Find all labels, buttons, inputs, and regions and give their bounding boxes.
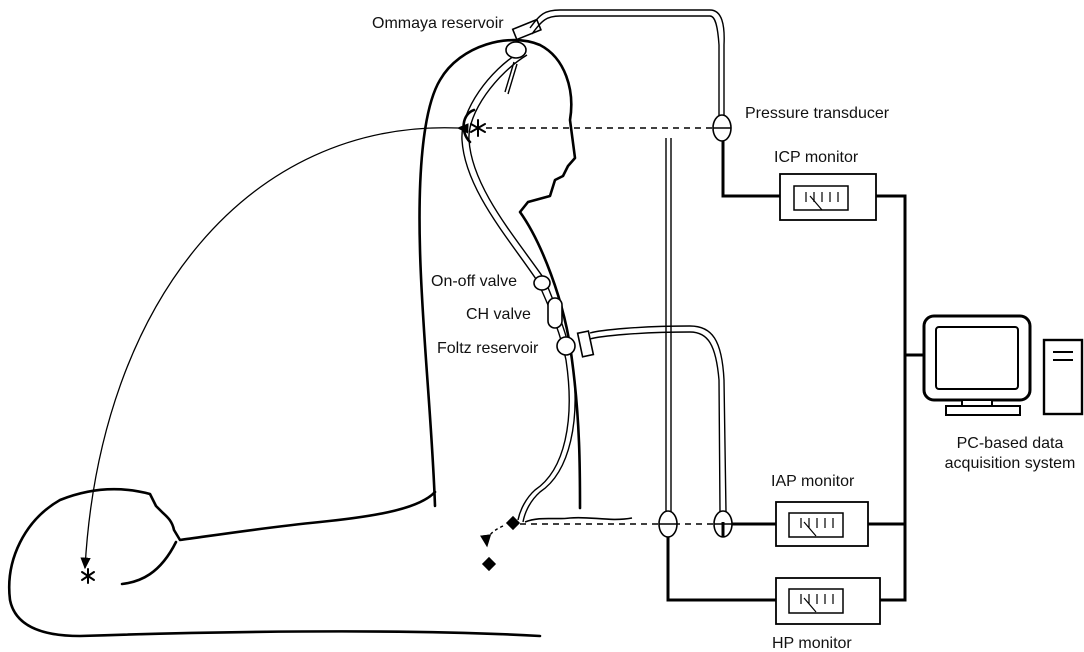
- iap-monitor-device: [775, 501, 869, 547]
- abdomen-shift-arrow: [480, 525, 504, 548]
- ommaya-reservoir-shape: [505, 41, 527, 59]
- icp-monitor-device: [779, 173, 877, 221]
- hp-monitor-device: [775, 577, 881, 625]
- abdominal-reference-marker-lower: [481, 556, 497, 572]
- shunt-components: [505, 18, 595, 358]
- ommaya-reservoir-label: Ommaya reservoir: [372, 15, 504, 32]
- ommaya-connector: [511, 18, 542, 41]
- foltz-reservoir-label: Foltz reservoir: [437, 340, 539, 357]
- lying-head-asterisk: [81, 568, 95, 584]
- ch-valve-label: CH valve: [466, 306, 531, 323]
- abdominal-surface-line: [524, 516, 633, 523]
- hp-monitor-label: HP monitor: [772, 635, 852, 652]
- on-off-valve-label: On-off valve: [431, 273, 517, 290]
- fluid-tubing: [529, 9, 727, 513]
- on-off-valve-shape: [533, 275, 551, 291]
- foltz-connector: [576, 330, 595, 358]
- iap-monitor-label: IAP monitor: [771, 473, 855, 490]
- pressure-transducer-label: Pressure transducer: [745, 105, 890, 122]
- supine-patient-outline: [7, 487, 542, 638]
- position-change-arrow: [80, 123, 469, 570]
- foltz-reservoir-shape: [556, 336, 576, 356]
- signal-cables: [666, 141, 924, 602]
- pc-computer-icon: [922, 314, 1084, 416]
- ch-valve-shape: [547, 297, 563, 329]
- abdominal-reference-marker: [505, 515, 521, 531]
- pc-system-label-line1: PC-based data: [956, 435, 1064, 452]
- head-reference-asterisk: [470, 119, 486, 137]
- icp-monitor-label: ICP monitor: [774, 149, 859, 166]
- pc-system-label-line2: acquisition system: [944, 455, 1076, 472]
